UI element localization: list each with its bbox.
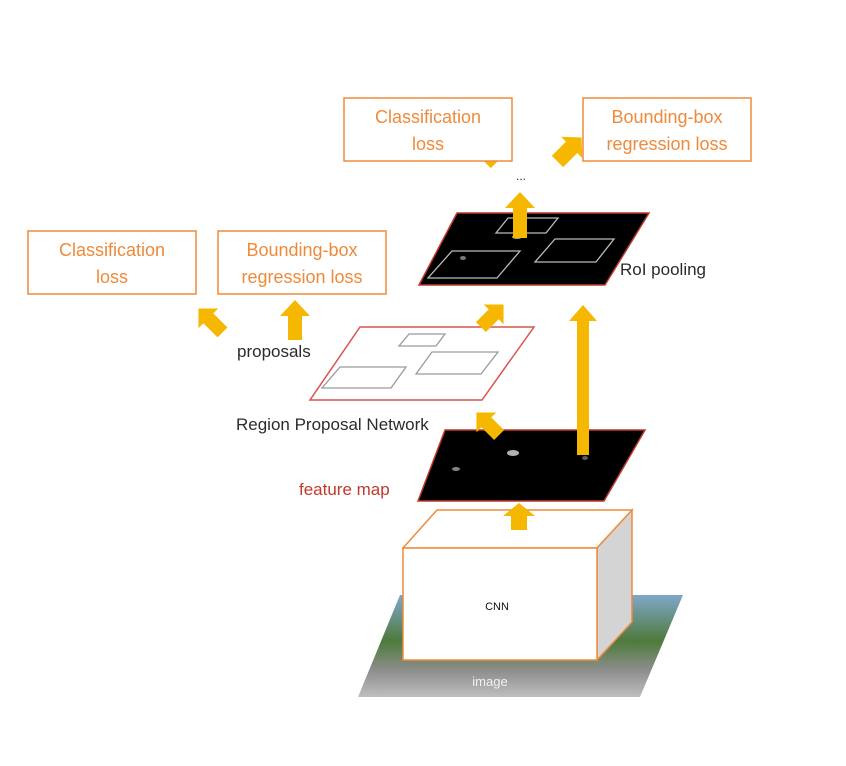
rpn-bbox-loss-box: Bounding-box regression loss bbox=[217, 230, 387, 295]
top-bbox-loss-line1: Bounding-box bbox=[611, 107, 722, 127]
arrow-roi-to-heads bbox=[505, 192, 535, 238]
image-label: image bbox=[472, 674, 507, 689]
arrow-proposals-to-roi-pooling bbox=[475, 304, 504, 333]
top-classification-loss-box: Classification loss bbox=[343, 97, 513, 162]
feature-map-label: feature map bbox=[299, 480, 390, 499]
cnn-label: CNN bbox=[485, 601, 509, 613]
rpn-bbox-loss-line2: regression loss bbox=[241, 267, 362, 287]
top-classification-loss-line1: Classification bbox=[375, 107, 481, 127]
arrow-to-top-bbox-loss bbox=[551, 136, 583, 168]
arrow-rpn-to-classification-loss bbox=[198, 308, 228, 338]
roi-pooling-plane: RoI pooling bbox=[417, 212, 706, 286]
rpn-bbox-loss-line1: Bounding-box bbox=[246, 240, 357, 260]
proposals-label: proposals bbox=[237, 342, 311, 361]
arrow-rpn-to-bbox-loss bbox=[280, 300, 310, 340]
top-bbox-loss-line2: regression loss bbox=[606, 134, 727, 154]
rpn-classification-loss-line1: Classification bbox=[59, 240, 165, 260]
arrow-cnn-to-feature-map bbox=[503, 503, 535, 530]
feature-map: feature map bbox=[299, 429, 647, 502]
rpn-classification-loss-box: Classification loss bbox=[27, 230, 197, 295]
arrow-feature-map-to-roi-pooling bbox=[569, 305, 597, 455]
rpn-classification-loss-line2: loss bbox=[96, 267, 128, 287]
top-bbox-loss-box: Bounding-box regression loss bbox=[582, 97, 752, 162]
roi-pooling-label: RoI pooling bbox=[620, 260, 706, 279]
ellipsis-label: ... bbox=[516, 169, 526, 183]
cnn-box: CNN bbox=[401, 508, 634, 662]
arrow-feature-map-to-rpn bbox=[476, 412, 505, 441]
rpn-label: Region Proposal Network bbox=[236, 415, 429, 434]
proposals-plane: proposals Region Proposal Network bbox=[236, 326, 536, 434]
top-classification-loss-line2: loss bbox=[412, 134, 444, 154]
